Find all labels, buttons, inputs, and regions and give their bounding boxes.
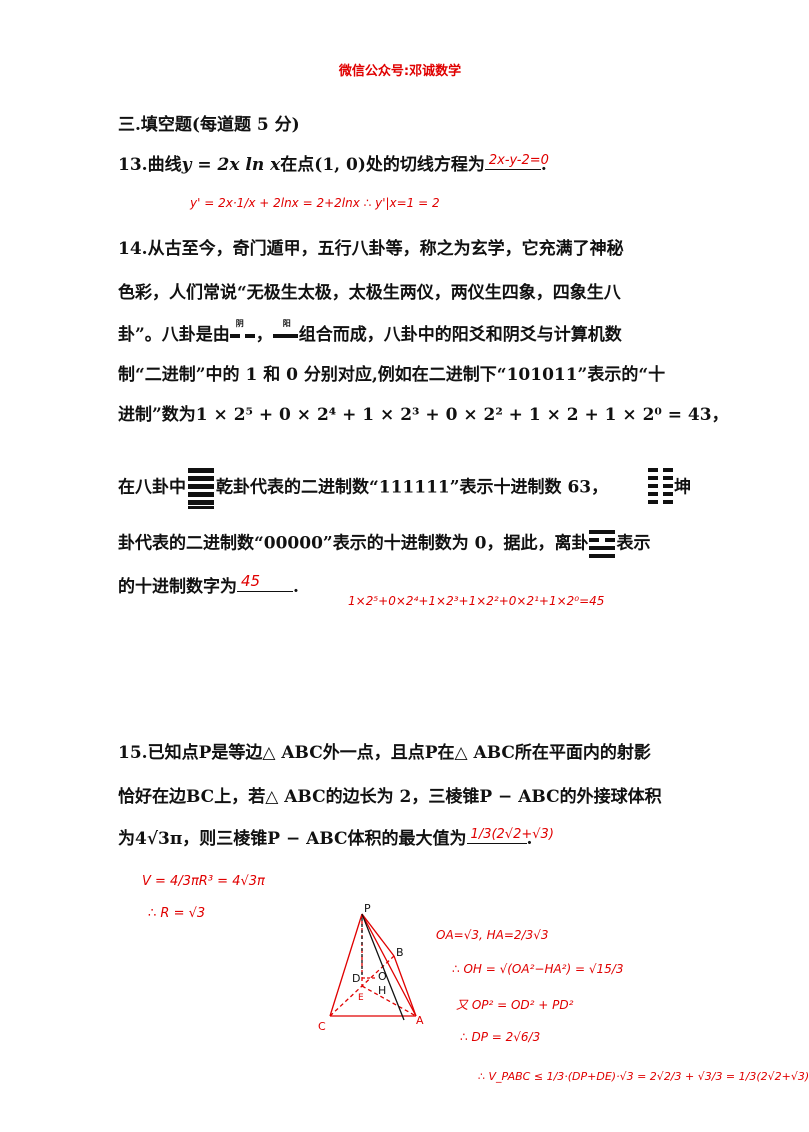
q14-line-5-text: 进制”数为 — [118, 405, 196, 425]
yin-label: 阴 — [235, 317, 244, 328]
q14-line-5: 进制”数为1 × 2⁵ + 0 × 2⁴ + 1 × 2³ + 0 × 2² +… — [118, 400, 729, 425]
q14-line-6-text-c: 坤 — [674, 477, 692, 498]
fig-label-a: A — [416, 1014, 424, 1027]
q14-line-7-text-b: 表示 — [616, 533, 651, 554]
kun-trigram-icon — [648, 466, 674, 510]
yang-label: 阳 — [282, 317, 291, 328]
fig-label-c: C — [318, 1020, 326, 1033]
q14-line-3: 卦”。八卦是由阴 ， 阳组合而成，八卦中的阳爻和阴爻与计算机数 — [118, 318, 622, 346]
q13-point: (1, 0) — [314, 155, 366, 175]
q13-handwritten-work: y' = 2x·1/x + 2lnx = 2+2lnx ∴ y'|x=1 = 2 — [190, 196, 440, 210]
q15-work-right-3: 又 OP² = OD² + PD² — [456, 998, 574, 1012]
q14-line-6-text-b: 乾卦代表的二进制数“111111”表示十进制数 63， — [216, 477, 609, 498]
q13-suffix: 处的切线方程为 — [365, 155, 485, 175]
q15-line-3-text: 为4√3π，则三棱锥P − ABC体积的最大值为 — [118, 829, 467, 849]
q14-line-3-text-a: 卦”。八卦是由 — [118, 325, 230, 345]
qian-trigram-icon — [186, 466, 216, 510]
q13-prefix: 13.曲线 — [118, 155, 182, 175]
fig-label-o: O — [378, 970, 387, 983]
fig-label-d: D — [352, 972, 360, 985]
q14-line-6: 在八卦中 乾卦代表的二进制数“111111”表示十进制数 63， 坤 — [118, 466, 691, 510]
q15-work-right-2: ∴ OH = √(OA²−HA²) = √15/3 — [452, 962, 624, 976]
q14-line-5-end: ， — [711, 405, 729, 425]
q14-answer-blank: 45 — [237, 572, 293, 592]
q15-work-right-5: ∴ V_PABC ≤ 1/3·(DP+DE)·√3 = 2√2/3 + √3/3… — [478, 1070, 809, 1083]
q14-line-2: 色彩，人们常说“无极生太极，太极生两仪，两仪生四象，四象生八 — [118, 283, 621, 303]
q14-line-8-text: 的十进制数字为 — [118, 577, 237, 597]
q13-formula: y = 2x ln x — [181, 155, 281, 175]
q13-mid: 在点 — [280, 155, 315, 175]
yin-line-icon: 阴 — [229, 318, 256, 341]
fig-label-b: B — [396, 946, 404, 959]
q14-line-8-end: . — [293, 577, 299, 597]
fig-label-h: H — [378, 984, 386, 997]
q13-end: . — [540, 155, 547, 175]
q14-handwritten-work: 1×2⁵+0×2⁴+1×2³+1×2²+0×2¹+1×2⁰=45 — [348, 594, 605, 608]
q13-answer: 2x-y-2=0 — [488, 153, 549, 168]
q14-line-3-text-c: 组合而成，八卦中的阳爻和阴爻与计算机数 — [298, 325, 622, 345]
fig-label-p: P — [364, 902, 371, 915]
q14-answer: 45 — [241, 572, 261, 590]
q14-line-7: 卦代表的二进制数“00000”表示的十进制数为 0，据此，离卦 表示 — [118, 528, 650, 560]
q14-line-1: 14.从古至今，奇门遁甲，五行八卦等，称之为玄学，它充满了神秘 — [118, 239, 624, 259]
page-header: 微信公众号:邓诚数学 — [338, 64, 462, 79]
fig-label-e: E — [358, 993, 364, 1003]
q14-binary-formula: 1 × 2⁵ + 0 × 2⁴ + 1 × 2³ + 0 × 2² + 1 × … — [195, 405, 712, 425]
yang-line-icon: 阳 — [272, 318, 299, 341]
q14-line-4: 制“二进制”中的 1 和 0 分别对应,例如在二进制下“101011”表示的“十 — [118, 365, 666, 385]
q14-line-3-text-b: ， — [255, 325, 273, 345]
section-title: 三.填空题(每道题 5 分) — [118, 115, 300, 135]
li-trigram-icon — [588, 528, 616, 560]
q14-line-6-text-a: 在八卦中 — [118, 477, 186, 498]
q15-work-right-4: ∴ DP = 2√6/3 — [460, 1030, 541, 1044]
q15-line-3-end: . — [526, 829, 533, 849]
q15-answer-blank: 1/3(2√2+√3) — [466, 825, 554, 844]
q15-line-1: 15.已知点P是等边△ ABC外一点，且点P在△ ABC所在平面内的射影 — [118, 743, 651, 763]
pyramid-figure: P B C A D O H E — [318, 902, 424, 1033]
q15-answer: 1/3(2√2+√3) — [470, 827, 554, 842]
q13-answer-blank: 2x-y-2=0 — [484, 151, 549, 170]
q15-work-right-1: OA=√3, HA=2/3√3 — [436, 928, 549, 942]
q15-work-left-2: ∴ R = √3 — [148, 906, 206, 921]
q15-line-2: 恰好在边BC上，若△ ABC的边长为 2，三棱锥P − ABC的外接球体积 — [118, 787, 662, 807]
q14-line-7-text-a: 卦代表的二进制数“00000”表示的十进制数为 0，据此，离卦 — [118, 533, 589, 554]
q15-work-left-1: V = 4/3πR³ = 4√3π — [142, 874, 265, 889]
